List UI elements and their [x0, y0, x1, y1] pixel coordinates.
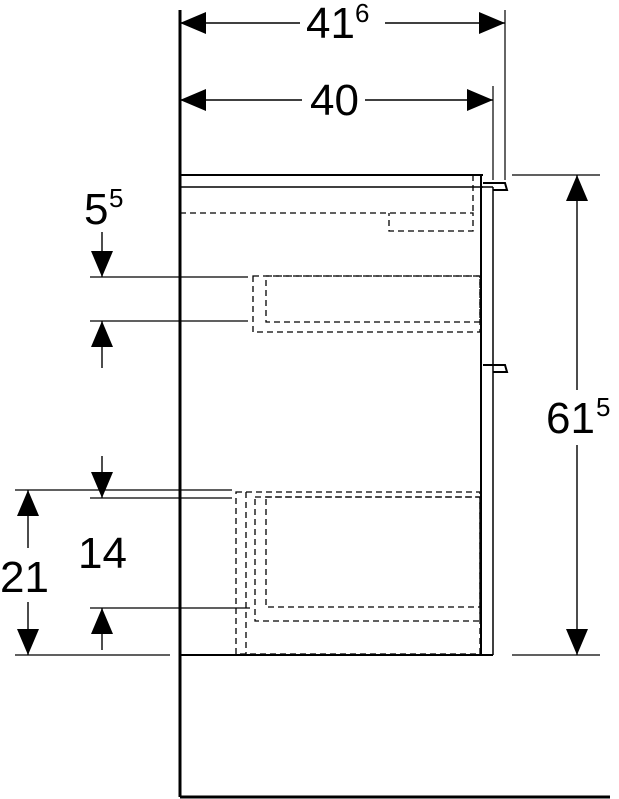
- inner-width-label: 40: [310, 76, 359, 125]
- top-offset-arrow-up: [91, 321, 113, 347]
- inner-width-arrow-left: [180, 89, 206, 111]
- lower-drawer-outer-hidden: [235, 491, 481, 655]
- total-height-arrow-bottom: [566, 629, 588, 655]
- upper-drawer-hidden: [252, 275, 481, 333]
- inner-width-arrow-right: [467, 89, 493, 111]
- total-height-sup: 5: [596, 392, 610, 422]
- top-offset-arrow-down: [91, 251, 113, 277]
- total-height-label: 61: [546, 394, 595, 443]
- bottom-left-arrow-down: [17, 629, 39, 655]
- wall-floor: [178, 10, 610, 799]
- lower-offset-arrow-up: [91, 608, 113, 634]
- lower-drawer-mid-hidden: [254, 496, 481, 622]
- lower-handle: [483, 364, 509, 373]
- outer-width-label: 41: [306, 0, 355, 48]
- extension-lines: [15, 10, 600, 656]
- outer-width-arrow-right: [479, 12, 505, 34]
- total-height-arrow-top: [566, 175, 588, 201]
- top-hidden: [180, 212, 474, 232]
- top-offset-sup: 5: [109, 183, 123, 213]
- dimension-labels: 41 6 40 5 5 61 5 21 14: [0, 0, 610, 602]
- hidden-lines: [180, 175, 481, 655]
- lower-offset-arrow-down: [91, 472, 113, 498]
- lower-drawer-inner-hidden: [265, 496, 481, 608]
- outer-width-sup: 6: [355, 0, 369, 28]
- top-offset-label: 5: [84, 185, 108, 234]
- bottom-inner-label: 14: [78, 529, 127, 578]
- dimension-arrows: [17, 12, 588, 655]
- outer-width-arrow-left: [180, 12, 206, 34]
- upper-handle: [483, 182, 509, 191]
- upper-drawer-inner-hidden: [265, 275, 481, 323]
- cabinet-body: [180, 174, 509, 656]
- bottom-left-arrow-up: [17, 490, 39, 516]
- bottom-left-label: 21: [0, 553, 49, 602]
